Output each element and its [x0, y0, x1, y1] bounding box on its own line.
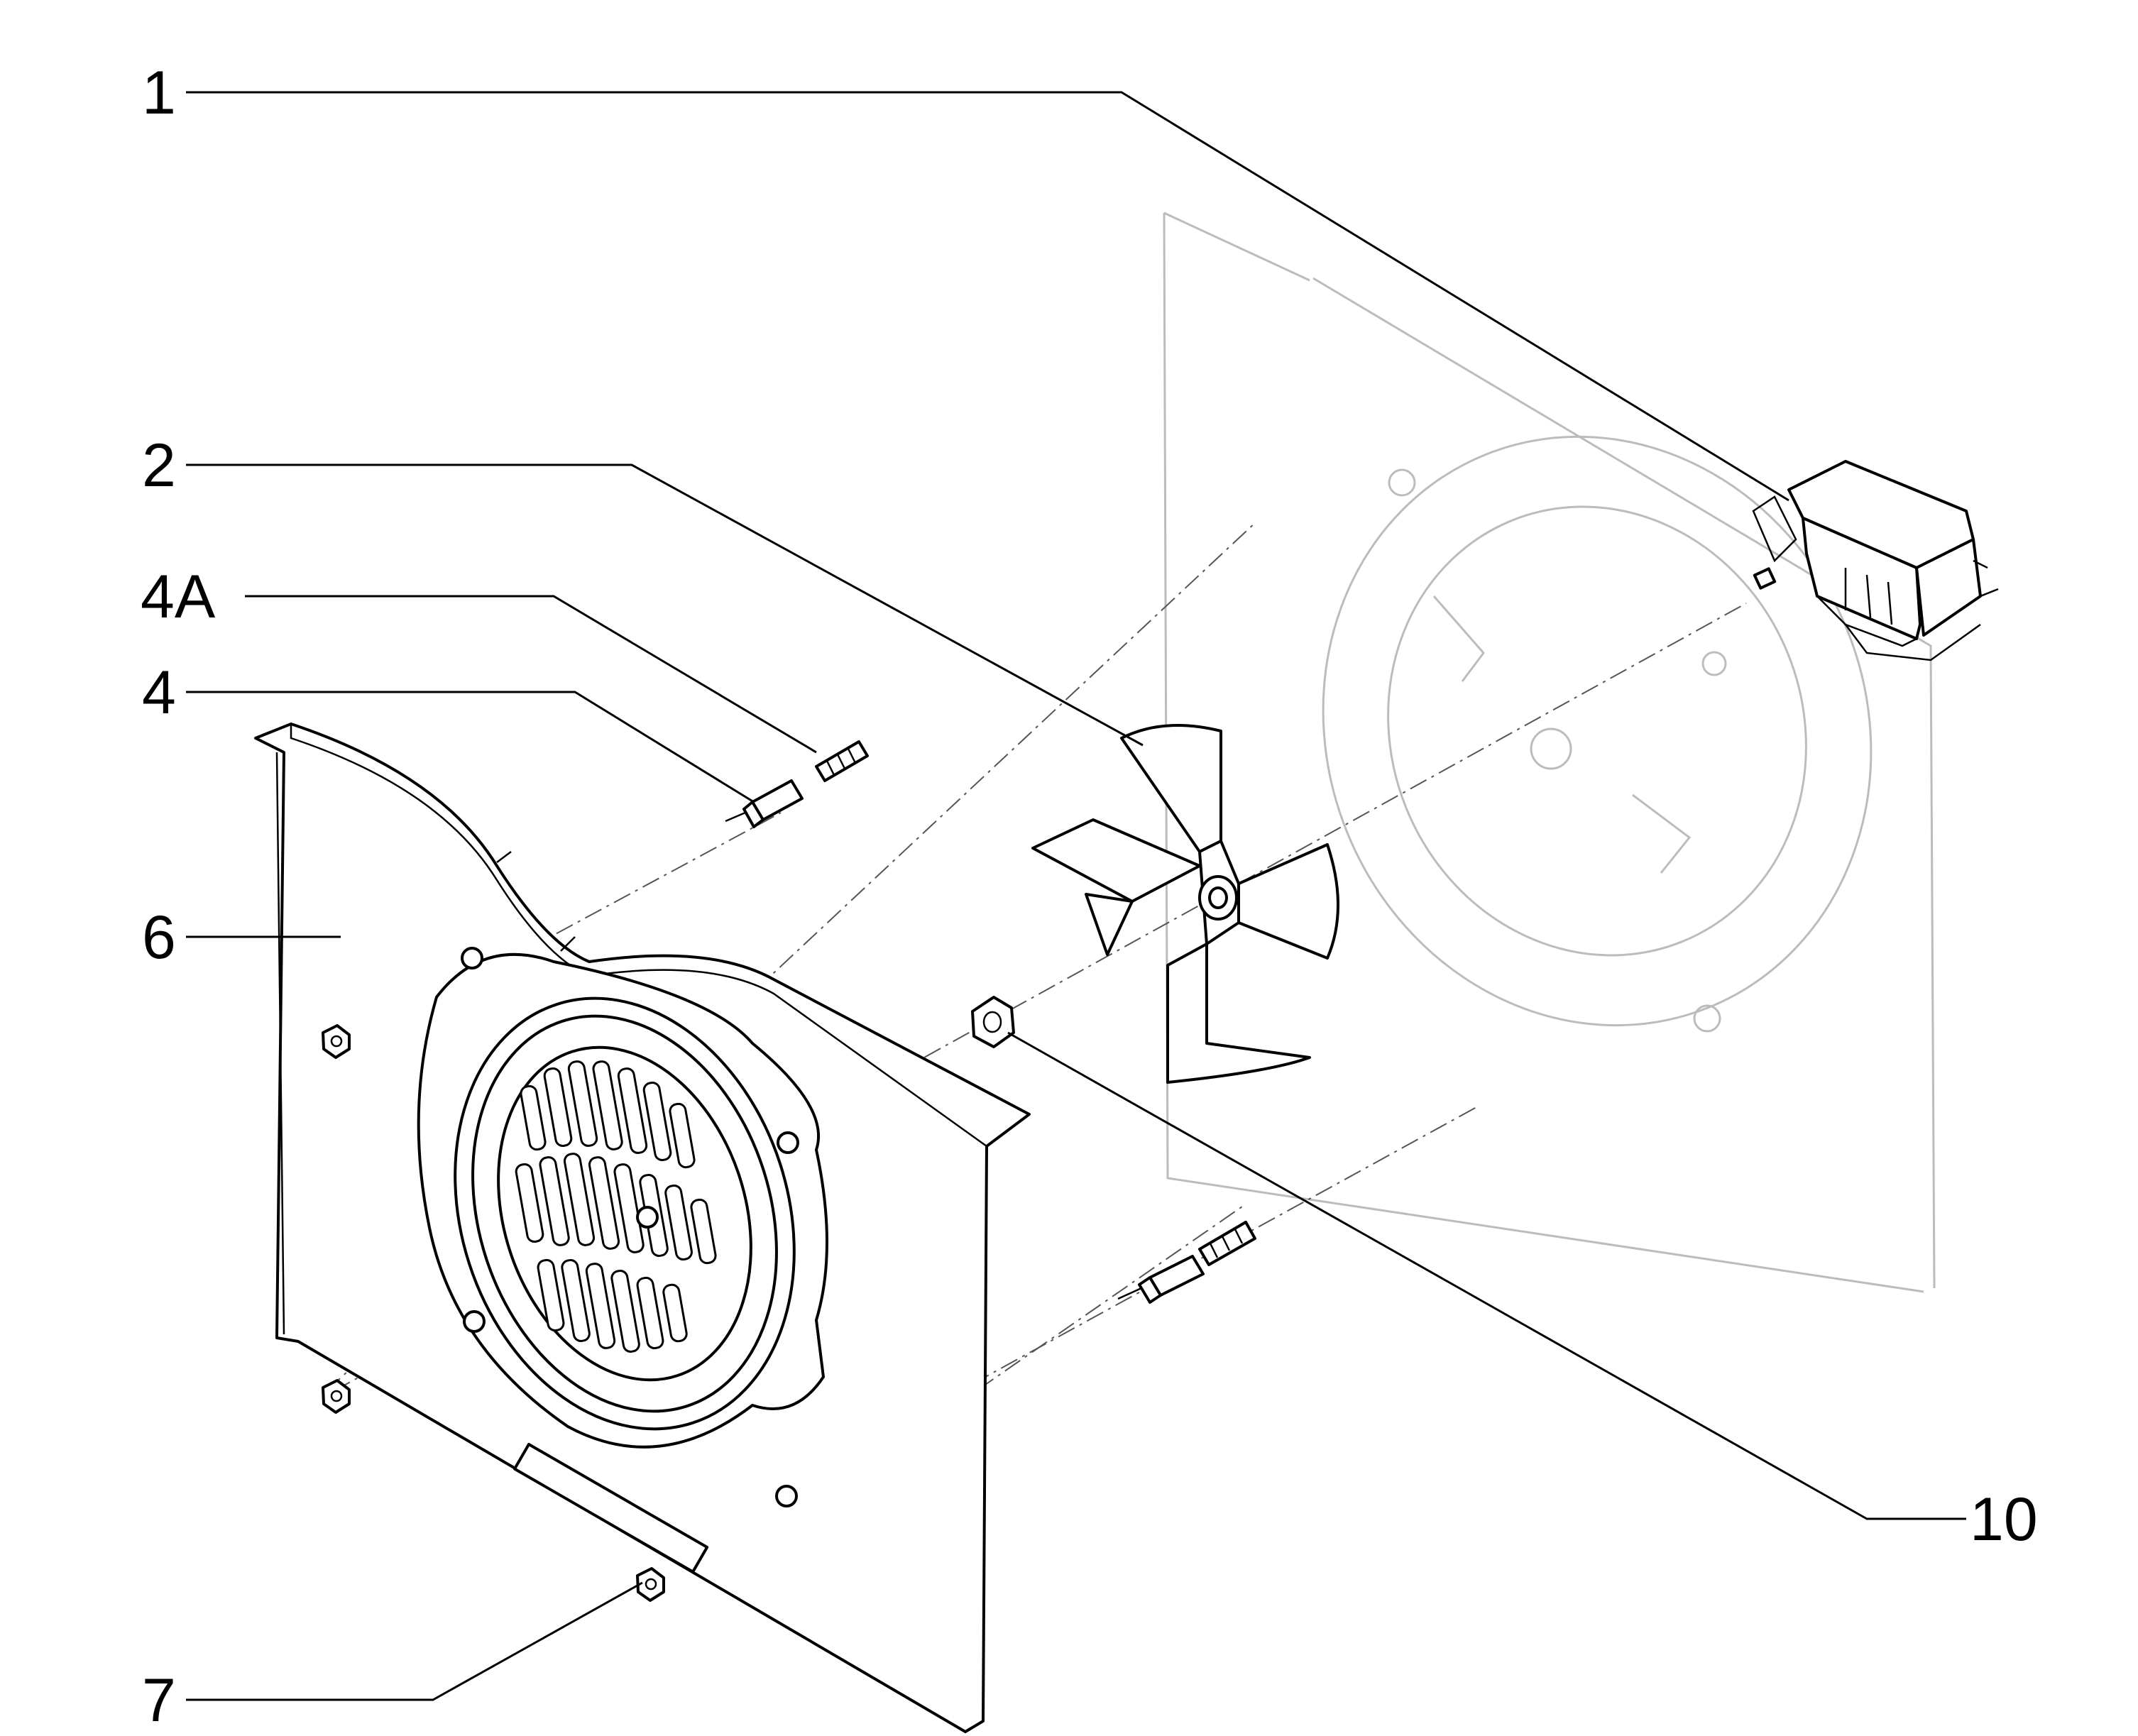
callout-4: 4 [142, 659, 176, 727]
leader-7 [186, 1581, 643, 1701]
leader-10 [1007, 1031, 1966, 1520]
callout-10: 10 [1970, 1485, 2038, 1554]
callout-labels: 1 2 4A 4 6 7 10 [141, 59, 2038, 1735]
callout-1: 1 [142, 59, 176, 127]
fan-blade [1031, 724, 1339, 1084]
oven-back-wall-ghost [1163, 211, 1936, 1293]
leader-4A [245, 595, 817, 754]
callout-2: 2 [142, 432, 176, 500]
callout-4A: 4A [141, 563, 216, 631]
vent-slots [515, 1060, 717, 1353]
nut-3 [636, 1567, 665, 1602]
nut-2 [322, 1379, 351, 1414]
standoff-bottom [1117, 1255, 1205, 1304]
stud-top [815, 740, 869, 782]
leader-lines [186, 91, 1966, 1701]
nut-1 [322, 1024, 351, 1059]
fan-cover-panel [254, 723, 1031, 1733]
leader-1 [186, 91, 1789, 502]
leader-4 [186, 691, 755, 803]
leader-2 [186, 463, 1144, 747]
motor [1752, 460, 1999, 661]
callout-7: 7 [142, 1666, 176, 1735]
stud-bottom [1198, 1221, 1256, 1266]
standoff-top [725, 779, 804, 828]
hex-nut [971, 996, 1015, 1048]
callout-6: 6 [142, 903, 176, 972]
